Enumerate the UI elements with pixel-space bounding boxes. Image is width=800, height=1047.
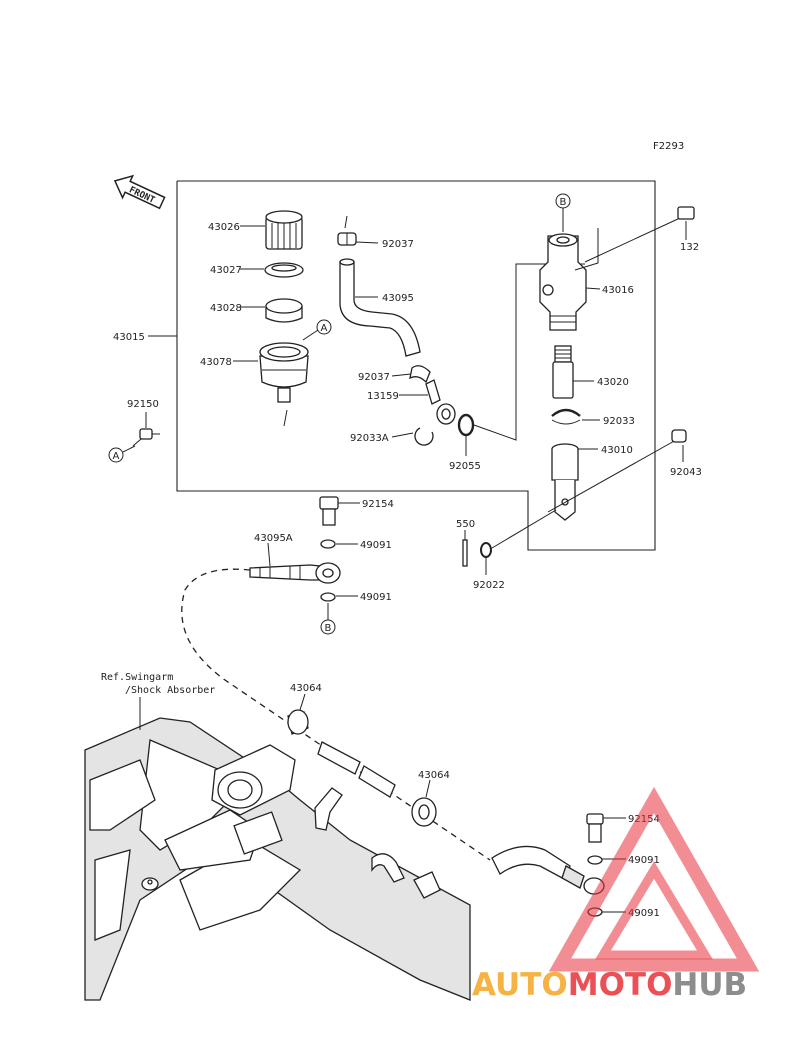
o-ring [457, 413, 475, 437]
label-92037-lower: 92037 [358, 372, 390, 383]
hose-clip-lower [409, 365, 431, 384]
label-92043: 92043 [670, 467, 702, 478]
push-rod [551, 443, 579, 521]
label-92055: 92055 [449, 461, 481, 472]
watermark-logo-icon [548, 786, 760, 972]
circlip-right [551, 408, 581, 425]
banjo-bolt-upper [319, 496, 339, 526]
reservoir-cap [265, 210, 303, 250]
label-49091-c: 49091 [628, 855, 660, 866]
watermark-part-2: MOTO [568, 967, 673, 1003]
grommet-upper [287, 709, 309, 735]
label-92022: 92022 [473, 580, 505, 591]
washer-upper [320, 539, 336, 549]
label-43078: 43078 [200, 357, 232, 368]
swingarm-frame [84, 717, 471, 1001]
label-43064-lower: 43064 [418, 770, 450, 781]
lower-hose-end [491, 845, 605, 895]
reservoir-hose [339, 258, 421, 357]
cotter-pin [462, 539, 468, 567]
callout-a-left: A [113, 451, 120, 462]
label-132: 132 [680, 242, 699, 253]
washer-92022 [480, 542, 492, 558]
label-43027: 43027 [210, 265, 242, 276]
circlip-left [414, 427, 434, 446]
hose-protector [317, 741, 396, 798]
hose-clamp-upper [314, 787, 343, 831]
piston-assembly [552, 345, 574, 399]
watermark-part-3: HUB [672, 967, 747, 1003]
swingarm-pivot [164, 744, 296, 871]
label-43064-upper: 43064 [290, 683, 322, 694]
label-92033A: 92033A [350, 433, 389, 444]
grommet-lower [411, 797, 437, 827]
label-43020: 43020 [597, 377, 629, 388]
label-92154-upper: 92154 [362, 499, 394, 510]
watermark-part-1: AUTO [472, 967, 568, 1003]
label-43010: 43010 [601, 445, 633, 456]
reservoir-plate [264, 262, 304, 278]
callout-b-top: B [560, 197, 567, 208]
reference-note-line2: /Shock Absorber [125, 685, 215, 696]
label-43026: 43026 [208, 222, 240, 233]
label-43015: 43015 [113, 332, 145, 343]
label-49091-d: 49091 [628, 908, 660, 919]
washer-lower [320, 592, 336, 602]
watermark-text: AUTOMOTOHUB [472, 967, 747, 1003]
hose-clamp-lower [371, 853, 441, 899]
assembly-frame [176, 180, 656, 551]
reference-note-line1: Ref.Swingarm [101, 672, 173, 683]
label-550: 550 [456, 519, 475, 530]
label-43028: 43028 [210, 303, 242, 314]
label-92033: 92033 [603, 416, 635, 427]
hose-clip-upper [337, 232, 357, 246]
reservoir-tank [259, 342, 309, 403]
label-43016: 43016 [602, 285, 634, 296]
front-arrow-icon: FRONT [113, 174, 166, 210]
master-cylinder-body [539, 233, 587, 331]
pin-92043 [547, 429, 687, 513]
mount-bolt-92150 [132, 428, 160, 447]
frame-bolt [141, 877, 159, 891]
label-13159: 13159 [367, 391, 399, 402]
callout-b-bottom: B [325, 623, 332, 634]
banjo-bolt-lower [586, 813, 604, 843]
reservoir-diaphragm [265, 298, 303, 323]
label-49091-a: 49091 [360, 540, 392, 551]
banjo-hose-end [249, 562, 341, 584]
bolt-132 [584, 206, 695, 263]
label-92037-upper: 92037 [382, 239, 414, 250]
washer-lower-upper [587, 855, 603, 865]
label-43095: 43095 [382, 293, 414, 304]
label-92150: 92150 [127, 399, 159, 410]
figure-code: F2293 [653, 141, 684, 152]
label-43095A: 43095A [254, 533, 293, 544]
callout-a-top: A [321, 323, 328, 334]
label-49091-b: 49091 [360, 592, 392, 603]
hose-fitting [425, 379, 456, 425]
